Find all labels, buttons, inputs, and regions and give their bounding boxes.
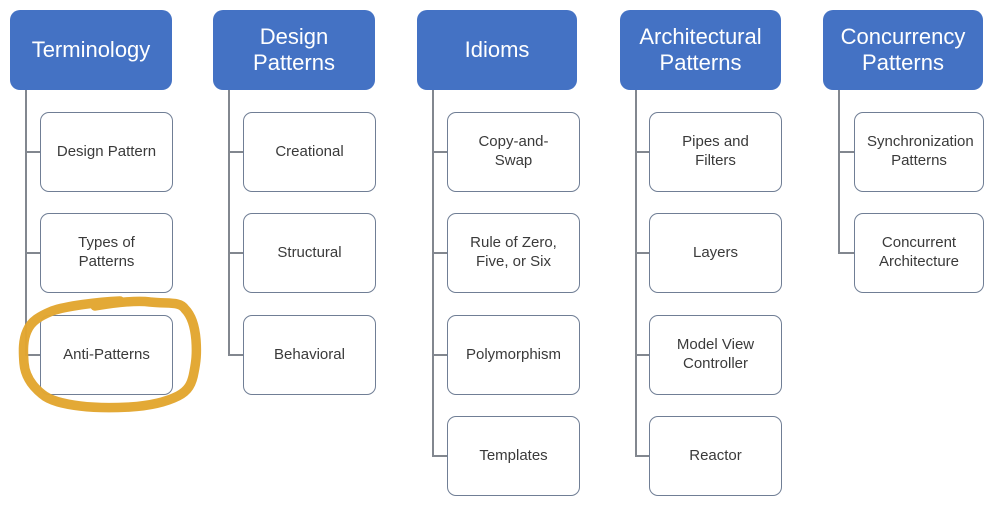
node-structural: Structural [243,213,376,293]
connector-line [25,90,27,355]
connector-line [635,252,649,254]
node-copy-and-swap: Copy-and-Swap [447,112,580,192]
node-label: Templates [479,446,548,464]
node-label: Pipes and Filters [682,133,749,169]
node-label: Concurrent Architecture [878,234,960,270]
column-header-label: Concurrency Patterns [840,24,966,75]
connector-line [432,151,447,153]
node-layers: Layers [649,213,782,293]
connector-line [25,151,40,153]
connector-line [838,90,840,254]
connector-line [432,252,447,254]
node-label: Model View Controller [676,336,755,372]
node-label: Behavioral [274,345,345,363]
column-header-concurrency-patterns: Concurrency Patterns [823,10,983,90]
node-types-of-patterns: Types of Patterns [40,213,173,293]
connector-line [25,354,40,356]
connector-line [635,455,649,457]
column-header-terminology: Terminology [10,10,172,90]
column-header-idioms: Idioms [417,10,577,90]
connector-line [228,90,230,355]
connector-line [432,455,447,457]
node-reactor: Reactor [649,416,782,496]
node-label: Types of Patterns [78,234,135,270]
connector-line [228,252,243,254]
connector-line [432,90,434,456]
node-creational: Creational [243,112,376,192]
connector-line [25,252,40,254]
node-model-view-controller: Model View Controller [649,315,782,395]
node-label: Design Pattern [56,142,157,160]
column-header-label: Idioms [464,37,530,63]
node-label: Structural [277,243,342,261]
connector-line [635,90,637,456]
column-header-label: Design Patterns [253,24,335,75]
node-synchronization-patterns: Synchronization Patterns [854,112,984,192]
node-label: Polymorphism [465,345,562,363]
connector-line [432,354,447,356]
node-label: Layers [692,243,739,261]
column-header-architectural-patterns: Architectural Patterns [620,10,781,90]
connector-line [635,354,649,356]
column-header-label: Architectural Patterns [639,24,762,75]
connector-line [228,354,243,356]
node-design-pattern: Design Pattern [40,112,173,192]
node-label: Creational [275,142,344,160]
node-label: Copy-and-Swap [478,133,549,169]
node-label: Anti-Patterns [63,345,150,363]
connector-line [838,252,854,254]
connector-line [228,151,243,153]
node-anti-patterns: Anti-Patterns [40,315,173,395]
node-concurrent-architecture: Concurrent Architecture [854,213,984,293]
node-rule-of-zero-five-six: Rule of Zero, Five, or Six [447,213,580,293]
node-behavioral: Behavioral [243,315,376,395]
connector-line [838,151,854,153]
column-header-label: Terminology [31,37,151,63]
node-polymorphism: Polymorphism [447,315,580,395]
node-pipes-and-filters: Pipes and Filters [649,112,782,192]
node-templates: Templates [447,416,580,496]
node-label: Rule of Zero, Five, or Six [470,234,557,270]
node-label: Reactor [689,446,742,464]
node-label: Synchronization Patterns [867,133,974,169]
column-header-design-patterns: Design Patterns [213,10,375,90]
connector-line [635,151,649,153]
